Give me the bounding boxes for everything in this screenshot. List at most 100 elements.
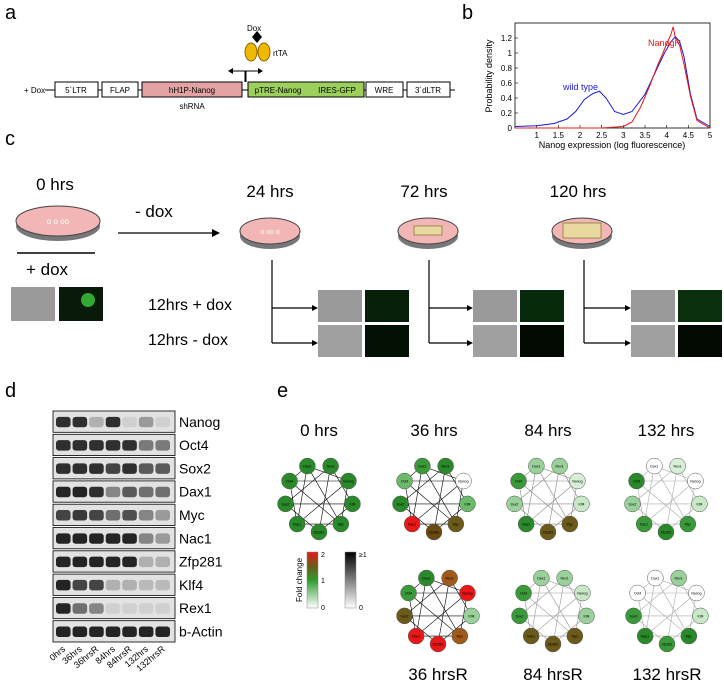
net-label-84hrsR: 84 hrsR [523, 665, 583, 684]
blot-band [105, 533, 121, 544]
network-edge [530, 592, 583, 637]
blot-band [72, 603, 88, 614]
network-edge [518, 480, 571, 525]
protein-label: Nanog [179, 414, 220, 430]
x-tick-label: 2 [578, 131, 583, 140]
network-node-label: Zfp281 [433, 643, 444, 647]
chart-xlabel: Nanog expression (log fluorescence) [539, 140, 686, 150]
network-node [437, 457, 454, 475]
network-node-label: Klf4 [349, 502, 355, 506]
y-tick-label: 0.6 [501, 79, 513, 88]
network-node [679, 515, 697, 533]
network-node [459, 584, 476, 602]
network-edge [408, 592, 461, 637]
panel-label-a: a [5, 2, 17, 24]
micrograph-0hrs-gfp [59, 287, 103, 321]
blot-band [122, 510, 137, 521]
network-node-label: Rex1 [556, 465, 564, 469]
blot-band [138, 463, 154, 474]
blot-band [138, 440, 154, 451]
network-edge [644, 592, 697, 637]
network-node [392, 495, 409, 513]
network-node [566, 627, 584, 645]
blot-band [72, 440, 88, 451]
network-node [332, 515, 350, 533]
protein-label: Zfp281 [179, 554, 223, 570]
network-node [288, 515, 306, 533]
blot-band [138, 533, 154, 544]
x-tick-label: 1 [534, 131, 539, 140]
box-wre [365, 81, 404, 98]
blot-band [89, 416, 104, 428]
network-edge [643, 480, 696, 525]
network-node-label: Klf4 [468, 614, 474, 618]
blot-band [72, 463, 88, 474]
blot-band [138, 579, 154, 591]
network-node [573, 495, 590, 513]
box-5ltr-label: 5´LTR [65, 86, 87, 95]
network-edge [411, 465, 423, 525]
network-node [510, 472, 527, 490]
blot-band [138, 556, 154, 568]
network-node [517, 515, 535, 533]
network-edge [666, 577, 679, 645]
box-hh1p-nanog-label: hH1P-Nanog [169, 86, 215, 95]
network-edge [525, 465, 537, 525]
blot-band [155, 486, 170, 498]
legend-wild-type: wild type [562, 82, 598, 92]
network-node [522, 627, 540, 645]
network-node [578, 607, 595, 625]
network-edge [633, 577, 679, 617]
network-node-label: Myc [453, 523, 460, 527]
network-node-label: Sox2 [282, 502, 290, 506]
promoter-arrow-left [233, 70, 246, 82]
fold-scale-zero: 0 [321, 605, 325, 612]
network-edge [411, 480, 464, 525]
network-edge [523, 592, 576, 637]
network-node-label: Nac1 [522, 523, 530, 527]
network-edge [552, 577, 565, 645]
rtta-ellipse-left [244, 42, 258, 62]
network-node-label: Nac1 [412, 635, 420, 639]
network-node-label: Dax1 [303, 465, 311, 469]
network-node [574, 584, 591, 602]
box-3dltr [406, 81, 451, 98]
blot-band [56, 603, 71, 614]
network-node-label: Nac1 [293, 523, 301, 527]
rtta-ellipse-right [257, 42, 271, 62]
blot-band [138, 416, 154, 428]
network-node [635, 515, 653, 533]
network-node-label: Dax1 [532, 465, 540, 469]
network-node [569, 472, 586, 490]
x-tick-label: 3.5 [639, 131, 651, 140]
blot-band [105, 626, 121, 638]
protein-label: b-Actin [179, 624, 223, 640]
network-node [414, 457, 431, 475]
dox-label: Dox [247, 24, 261, 33]
net-label-36hrsR: 36 hrsR [408, 665, 468, 684]
svg-text:o o oo: o o oo [47, 217, 70, 226]
network-node-label: Nanog [458, 480, 468, 484]
network-node [403, 515, 421, 533]
legend-nanogr: NanogR [648, 38, 682, 48]
protein-label: Myc [179, 507, 205, 523]
box-ptre-nanog [247, 81, 365, 98]
row-minus-dox-label: 12hrs - dox [148, 332, 228, 349]
chart-frame [514, 22, 711, 129]
network-edge [437, 577, 450, 645]
network-node-label: Sox2 [630, 614, 638, 618]
network-node-label: Zfp281 [548, 643, 559, 647]
blot-band [155, 626, 170, 638]
network-node [646, 457, 663, 475]
network-edge [536, 465, 571, 525]
protein-label: Rex1 [179, 600, 212, 616]
dish-0hrs [15, 205, 101, 237]
box-ptre-nanog-label: pTRE-Nanog [255, 86, 302, 95]
time-72hrs: 72 hrs [400, 182, 447, 201]
network-node-label: Nac1 [408, 523, 416, 527]
plus-dox-label: + dox [26, 260, 69, 279]
blot-band [72, 510, 88, 521]
network-node-label: Rex1 [327, 465, 335, 469]
network-node-label: Klf4 [464, 502, 470, 506]
